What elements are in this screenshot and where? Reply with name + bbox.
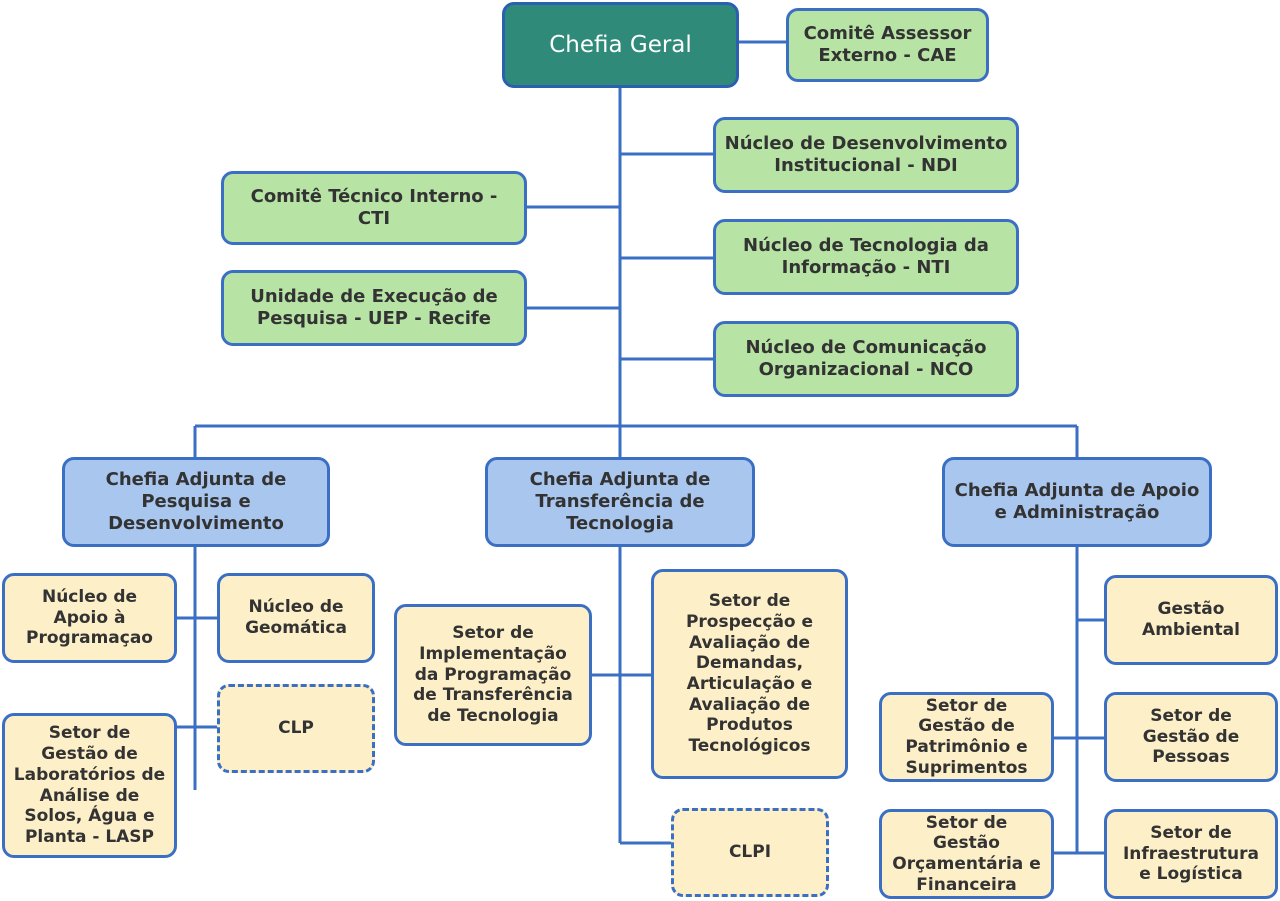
node-nco[interactable]: Núcleo de Comunicação Organizacional - N… [713, 321, 1019, 397]
node-uep[interactable]: Unidade de Execução de Pesquisa - UEP - … [221, 270, 527, 346]
node-geomatica[interactable]: Núcleo de Geomática [217, 573, 375, 663]
node-cti[interactable]: Comitê Técnico Interno - CTI [221, 171, 527, 245]
node-orcamentaria[interactable]: Setor de Gestão Orçamentária e Financeir… [879, 809, 1054, 899]
node-pessoas[interactable]: Setor de Gestão de Pessoas [1104, 692, 1278, 782]
node-spad[interactable]: Setor de Prospecção e Avaliação de Deman… [651, 569, 848, 779]
node-adj-tt[interactable]: Chefia Adjunta de Transferência de Tecno… [485, 457, 755, 547]
node-nap[interactable]: Núcleo de Apoio à Programaçao [2, 573, 177, 663]
node-nti[interactable]: Núcleo de Tecnologia da Informação - NTI [713, 219, 1019, 295]
node-clpi[interactable]: CLPI [671, 808, 829, 897]
node-adj-pd[interactable]: Chefia Adjunta de Pesquisa e Desenvolvim… [62, 457, 330, 547]
node-lasp[interactable]: Setor de Gestão de Laboratórios de Análi… [2, 713, 177, 858]
node-infraestrutura[interactable]: Setor de Infraestrutura e Logística [1104, 809, 1278, 899]
node-ndi[interactable]: Núcleo de Desenvolvimento Institucional … [713, 117, 1019, 193]
node-siptt[interactable]: Setor de Implementação da Programação de… [394, 604, 592, 746]
node-chefia-geral[interactable]: Chefia Geral [502, 2, 739, 88]
node-adj-aa[interactable]: Chefia Adjunta de Apoio e Administração [942, 457, 1212, 547]
node-patrimonio[interactable]: Setor de Gestão de Patrimônio e Suprimen… [879, 692, 1054, 782]
node-cae[interactable]: Comitê Assessor Externo - CAE [786, 8, 989, 82]
node-gestao-ambiental[interactable]: Gestão Ambiental [1104, 575, 1278, 665]
node-clp[interactable]: CLP [217, 684, 375, 773]
